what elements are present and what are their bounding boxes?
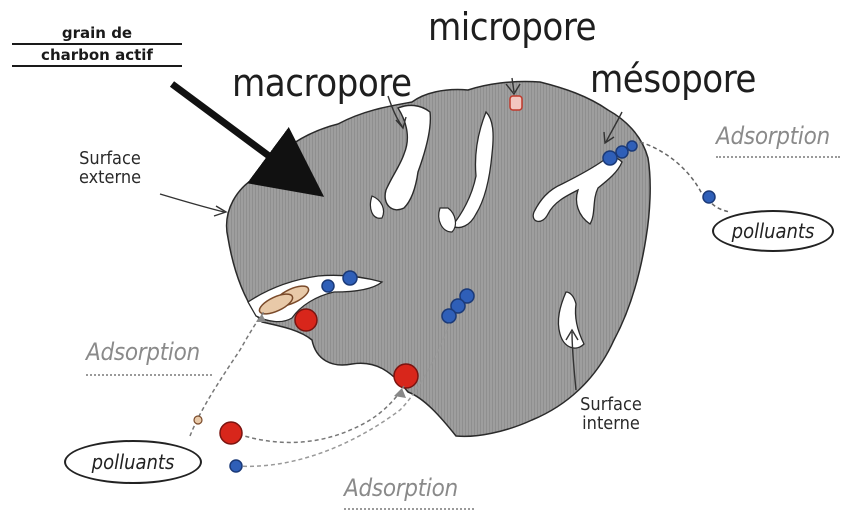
grain-title-line2: charbon actif <box>12 48 182 67</box>
grain-title-line1: grain de <box>12 26 182 45</box>
adsorption-label-right: Adsorption <box>716 124 830 149</box>
polluants-ellipse-right: polluants <box>712 210 834 252</box>
micropore-label: micropore <box>428 8 596 48</box>
adsorption-underline-left <box>86 374 212 376</box>
adsorption-label-bottom: Adsorption <box>344 476 458 501</box>
carbon-grain <box>227 81 651 436</box>
polluants-ellipse-left: polluants <box>64 440 202 484</box>
polluants-label-right: polluants <box>732 219 815 243</box>
polluants-label-left: polluants <box>92 450 175 474</box>
surface-externe-line2: externe <box>62 169 158 188</box>
adsorption-underline-right <box>716 156 840 158</box>
adsorption-underline-bottom <box>344 508 474 510</box>
surface-interne-label: Surface interne <box>570 396 652 434</box>
micropore-molecule <box>510 96 522 110</box>
grain-title: grain de charbon actif <box>12 26 182 70</box>
surface-interne-line2: interne <box>570 415 652 434</box>
mesopore-label: mésopore <box>590 60 756 100</box>
surface-externe-label: Surface externe <box>62 150 158 188</box>
macropore-label: macropore <box>232 64 412 104</box>
adsorption-label-left: Adsorption <box>86 340 200 365</box>
